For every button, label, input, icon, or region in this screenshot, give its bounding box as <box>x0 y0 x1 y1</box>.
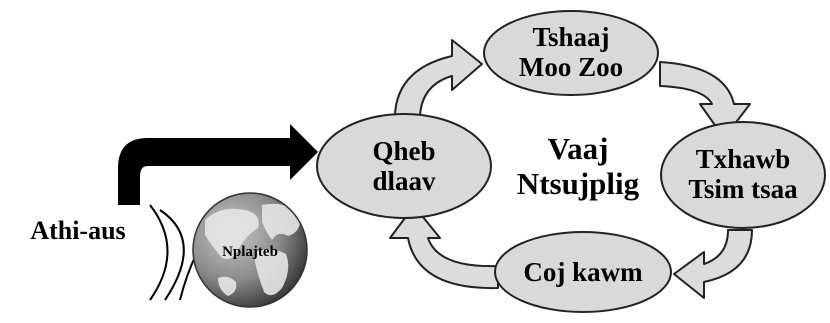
globe-icon <box>192 192 308 308</box>
arrow-right-to-bottom <box>673 229 753 299</box>
arrow-left-to-top <box>393 39 483 125</box>
node-top-label: Tshaaj Moo Zoo <box>518 22 624 83</box>
globe-label: Nplajteb <box>222 244 278 260</box>
arrow-top-to-right <box>659 61 751 139</box>
node-right-label: Txhawb Tsim tsaa <box>688 144 798 205</box>
pointer-arrow <box>118 124 318 205</box>
node-left <box>316 113 492 219</box>
node-bottom <box>494 231 672 313</box>
center-label: Vaaj Ntsujplig <box>516 131 640 201</box>
node-left-label: Qheb dlaav <box>372 136 436 197</box>
node-right <box>660 121 826 229</box>
cycle-nodes <box>316 10 826 313</box>
athi-aus-label: Athi-aus <box>30 216 126 245</box>
node-bottom-label: Coj kawm <box>523 257 643 287</box>
cycle-arrows <box>389 39 753 299</box>
arrow-bottom-to-left <box>389 205 499 290</box>
node-top <box>483 10 659 96</box>
